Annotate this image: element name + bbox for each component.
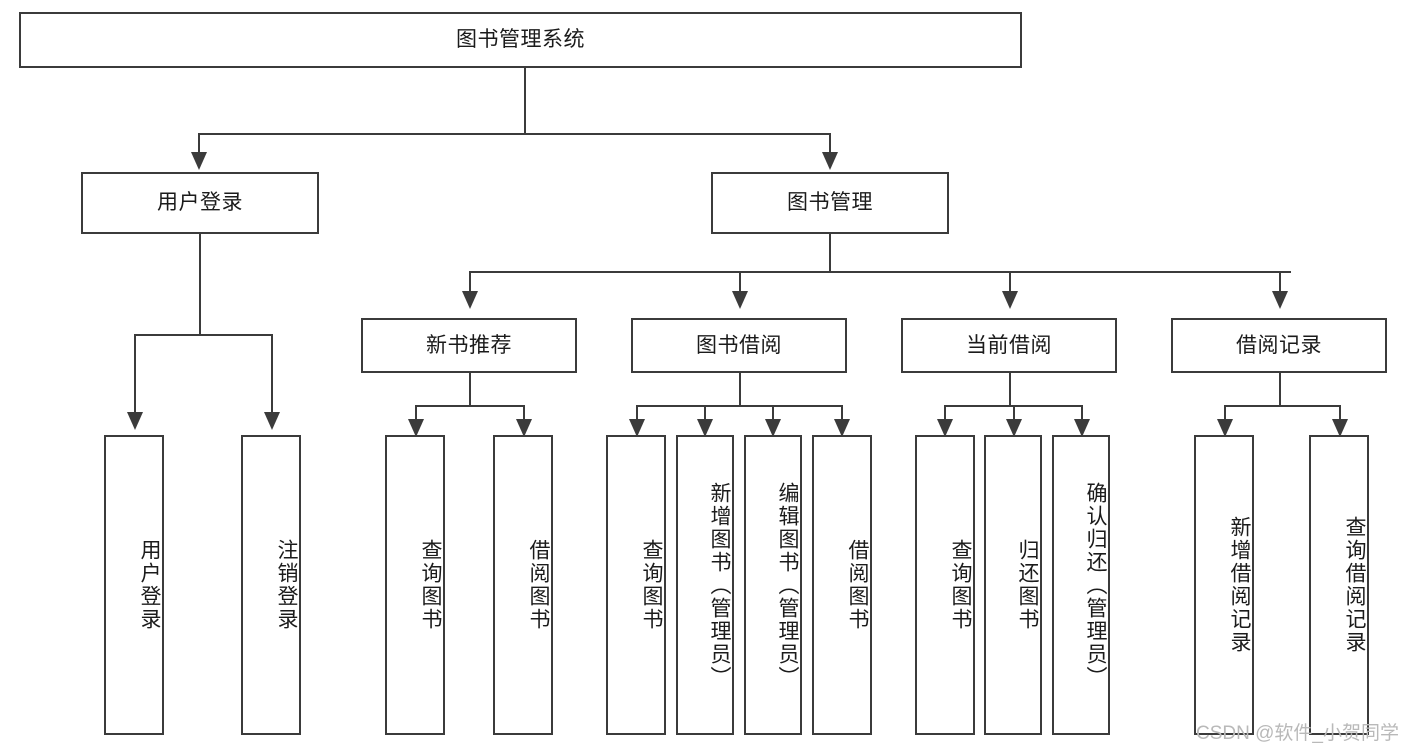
edge-current-borrow-drop-2: [1013, 405, 1015, 422]
arrow-book-manage-child-1: [462, 291, 478, 309]
edge-current-borrow-drop-3: [1081, 405, 1083, 422]
edge-user-login-bus: [134, 334, 272, 336]
leaf-add-book-admin[interactable]: 新增图书（管理员）: [676, 435, 734, 735]
node-book-borrow[interactable]: 图书借阅: [631, 318, 847, 373]
arrow-book-borrow-leaf-4: [834, 419, 850, 437]
edge-book-manage-bus: [469, 271, 1291, 273]
edge-book-borrow-stem: [739, 373, 741, 406]
edge-book-manage-drop-4: [1279, 271, 1281, 293]
edge-current-borrow-bus: [944, 405, 1081, 407]
node-label: 新增图书（管理员）: [708, 481, 731, 689]
edge-current-borrow-stem: [1009, 373, 1011, 406]
node-label: 借阅图书: [527, 539, 550, 631]
node-label: 新增借阅记录: [1228, 516, 1251, 654]
edge-current-borrow-drop-1: [944, 405, 946, 422]
node-label: 新书推荐: [426, 333, 512, 357]
leaf-confirm-return-admin[interactable]: 确认归还（管理员）: [1052, 435, 1110, 735]
edge-borrow-record-stem: [1279, 373, 1281, 406]
edge-borrow-record-drop-2: [1339, 405, 1341, 422]
node-new-book-recommend[interactable]: 新书推荐: [361, 318, 577, 373]
arrow-user-login-leaf-1: [127, 412, 143, 430]
edge-book-borrow-bus: [636, 405, 843, 407]
edge-book-borrow-drop-4: [841, 405, 843, 422]
leaf-query-book-borrow[interactable]: 查询图书: [606, 435, 666, 735]
arrow-book-manage-child-3: [1002, 291, 1018, 309]
edge-borrow-record-drop-1: [1224, 405, 1226, 422]
node-label: 当前借阅: [966, 333, 1052, 357]
edge-book-manage-drop-3: [1009, 271, 1011, 293]
arrow-root-to-book-manage: [822, 152, 838, 170]
edge-borrow-record-bus: [1224, 405, 1341, 407]
node-label: 编辑图书（管理员）: [776, 481, 799, 689]
arrow-borrow-record-leaf-1: [1217, 419, 1233, 437]
arrow-current-borrow-leaf-3: [1074, 419, 1090, 437]
node-current-borrow[interactable]: 当前借阅: [901, 318, 1117, 373]
edge-root-bus: [198, 133, 830, 135]
node-label: 注销登录: [275, 539, 298, 631]
leaf-logout[interactable]: 注销登录: [241, 435, 301, 735]
arrow-book-manage-child-4: [1272, 291, 1288, 309]
edge-root-to-user-login: [198, 133, 200, 155]
leaf-query-book-current[interactable]: 查询图书: [915, 435, 975, 735]
edge-user-login-drop-2: [271, 334, 273, 414]
leaf-borrow-book-recommend[interactable]: 借阅图书: [493, 435, 553, 735]
node-label: 归还图书: [1016, 539, 1039, 631]
node-root-system[interactable]: 图书管理系统: [19, 12, 1022, 68]
leaf-query-book-recommend[interactable]: 查询图书: [385, 435, 445, 735]
arrow-borrow-record-leaf-2: [1332, 419, 1348, 437]
edge-book-manage-drop-2: [739, 271, 741, 293]
leaf-borrow-book[interactable]: 借阅图书: [812, 435, 872, 735]
node-borrow-record[interactable]: 借阅记录: [1171, 318, 1387, 373]
node-label: 查询借阅记录: [1343, 516, 1366, 654]
leaf-user-login[interactable]: 用户登录: [104, 435, 164, 735]
edge-book-borrow-drop-1: [636, 405, 638, 422]
leaf-add-borrow-record[interactable]: 新增借阅记录: [1194, 435, 1254, 735]
node-label: 查询图书: [419, 539, 442, 631]
node-label: 图书管理: [787, 191, 873, 215]
arrow-new-book-leaf-1: [408, 419, 424, 437]
arrow-book-borrow-leaf-2: [697, 419, 713, 437]
node-label: 借阅记录: [1236, 333, 1322, 357]
node-label: 图书借阅: [696, 333, 782, 357]
leaf-query-borrow-record[interactable]: 查询借阅记录: [1309, 435, 1369, 735]
arrow-root-to-user-login: [191, 152, 207, 170]
edge-new-book-stem: [469, 373, 471, 406]
node-label: 用户登录: [138, 539, 161, 631]
leaf-edit-book-admin[interactable]: 编辑图书（管理员）: [744, 435, 802, 735]
arrow-book-borrow-leaf-3: [765, 419, 781, 437]
node-user-login[interactable]: 用户登录: [81, 172, 319, 234]
edge-root-stem: [524, 68, 526, 134]
edge-book-borrow-drop-2: [704, 405, 706, 422]
node-label: 查询图书: [949, 539, 972, 631]
arrow-current-borrow-leaf-2: [1006, 419, 1022, 437]
arrow-book-manage-child-2: [732, 291, 748, 309]
edge-new-book-bus: [415, 405, 523, 407]
node-label: 确认归还（管理员）: [1084, 481, 1107, 689]
edge-book-manage-stem: [829, 234, 831, 273]
edge-user-login-stem: [199, 234, 201, 335]
edge-book-borrow-drop-3: [772, 405, 774, 422]
node-label: 图书管理系统: [456, 28, 585, 52]
arrow-current-borrow-leaf-1: [937, 419, 953, 437]
edge-new-book-drop-1: [415, 405, 417, 422]
leaf-return-book[interactable]: 归还图书: [984, 435, 1042, 735]
node-label: 借阅图书: [846, 539, 869, 631]
arrow-user-login-leaf-2: [264, 412, 280, 430]
arrow-book-borrow-leaf-1: [629, 419, 645, 437]
node-book-management[interactable]: 图书管理: [711, 172, 949, 234]
edge-book-manage-drop-1: [469, 271, 471, 293]
watermark-text: CSDN @软件_小贺同学: [1196, 723, 1399, 744]
arrow-new-book-leaf-2: [516, 419, 532, 437]
node-label: 查询图书: [640, 539, 663, 631]
node-label: 用户登录: [157, 191, 243, 215]
edge-new-book-drop-2: [523, 405, 525, 422]
edge-root-to-book-manage: [829, 133, 831, 155]
edge-user-login-drop-1: [134, 334, 136, 414]
